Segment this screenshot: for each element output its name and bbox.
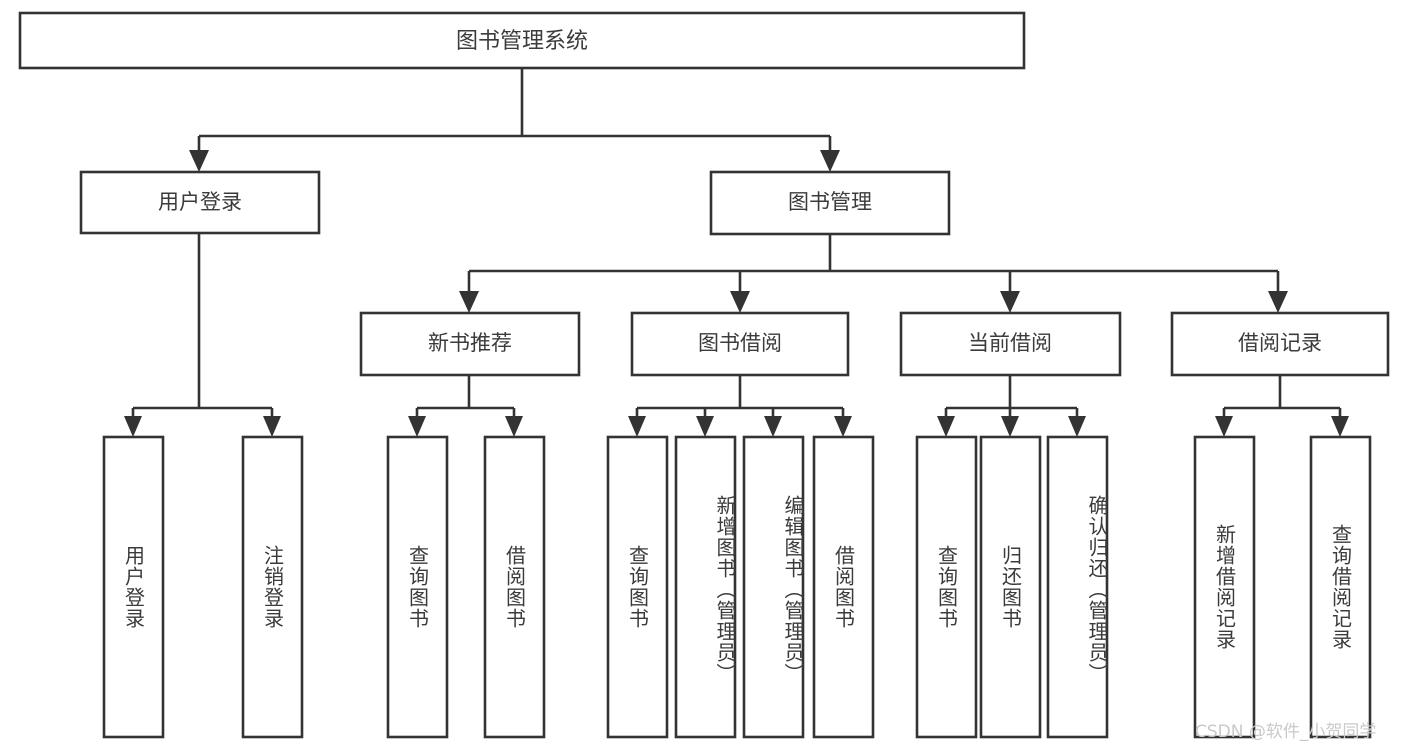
node-user-login-box[interactable] [79, 170, 321, 235]
node-new-book-recommend-box[interactable] [359, 311, 581, 377]
arrow-head-new-book-recommend [459, 291, 479, 313]
leaf-box-return-book[interactable] [979, 435, 1042, 739]
arrow-head-leaf-add-record [1215, 416, 1233, 437]
arrow-head-leaf-logout-login [263, 416, 281, 437]
leaf-box-confirm-return[interactable] [1046, 435, 1109, 739]
node-new-book-recommend[interactable]: 新书推荐 [359, 311, 581, 377]
connector-group-user-login [124, 233, 281, 437]
connector-group-borrow-record [1215, 375, 1349, 437]
leaf-box-add-book[interactable] [674, 435, 737, 739]
node-borrow-record[interactable]: 借阅记录 [1170, 311, 1390, 377]
arrow-head-leaf-query-book-3 [937, 416, 955, 437]
node-book-borrow-box[interactable] [630, 311, 850, 377]
arrow-head-book-borrow [730, 291, 750, 313]
arrow-head-leaf-edit-book [764, 416, 782, 437]
leaf-box-logout-login[interactable] [241, 435, 304, 739]
leaf-box-user-login[interactable] [102, 435, 165, 739]
node-book-manage-label: 图书管理 [788, 190, 872, 214]
connector-group-current-borrow [937, 375, 1086, 437]
node-current-borrow[interactable]: 当前借阅 [899, 311, 1122, 377]
arrow-head-leaf-borrow-book-2 [834, 416, 852, 437]
arrow-head-leaf-query-record [1331, 416, 1349, 437]
node-current-borrow-box[interactable] [899, 311, 1122, 377]
leaf-boxes [102, 435, 1372, 739]
leaf-box-query-record[interactable] [1309, 435, 1372, 739]
leaf-box-borrow-book-1[interactable] [483, 435, 546, 739]
node-new-book-recommend-label: 新书推荐 [428, 331, 512, 355]
arrow-head-user-login [189, 150, 209, 172]
node-root-box[interactable] [18, 11, 1026, 70]
arrow-head-book-manage [820, 150, 840, 172]
leaf-box-edit-book[interactable] [742, 435, 805, 739]
arrow-head-borrow-record [1268, 291, 1288, 313]
node-borrow-record-box[interactable] [1170, 311, 1390, 377]
arrow-head-current-borrow [1000, 291, 1020, 313]
arrow-head-leaf-add-book [696, 416, 714, 437]
connector-group-book-borrow [628, 375, 852, 437]
leaf-box-add-record[interactable] [1193, 435, 1256, 739]
connector-group-new-book-recommend [408, 375, 523, 437]
node-book-manage-box[interactable] [709, 170, 951, 236]
node-book-borrow[interactable]: 图书借阅 [630, 311, 850, 377]
leaf-box-borrow-book-2[interactable] [812, 435, 875, 739]
node-book-manage[interactable]: 图书管理 [709, 170, 951, 236]
node-root[interactable]: 图书管理系统 [18, 11, 1026, 70]
arrow-head-leaf-return-book [1001, 416, 1019, 437]
arrow-head-leaf-user-login [124, 416, 142, 437]
arrow-head-leaf-query-book-2 [628, 416, 646, 437]
node-borrow-record-label: 借阅记录 [1238, 331, 1322, 355]
node-root-label: 图书管理系统 [456, 29, 588, 54]
node-current-borrow-label: 当前借阅 [968, 331, 1052, 355]
leaf-box-query-book-3[interactable] [915, 435, 978, 739]
leaf-box-query-book-2[interactable] [606, 435, 669, 739]
connector-group-book-manage [459, 234, 1288, 313]
arrow-head-leaf-confirm-return [1068, 416, 1086, 437]
connector-group-root [189, 68, 840, 172]
arrow-head-leaf-borrow-book-1 [505, 416, 523, 437]
node-book-borrow-label: 图书借阅 [698, 331, 782, 355]
node-user-login-label: 用户登录 [158, 190, 242, 214]
arrow-head-leaf-query-book-1 [408, 416, 426, 437]
node-user-login[interactable]: 用户登录 [79, 170, 321, 235]
leaf-box-query-book-1[interactable] [386, 435, 449, 739]
